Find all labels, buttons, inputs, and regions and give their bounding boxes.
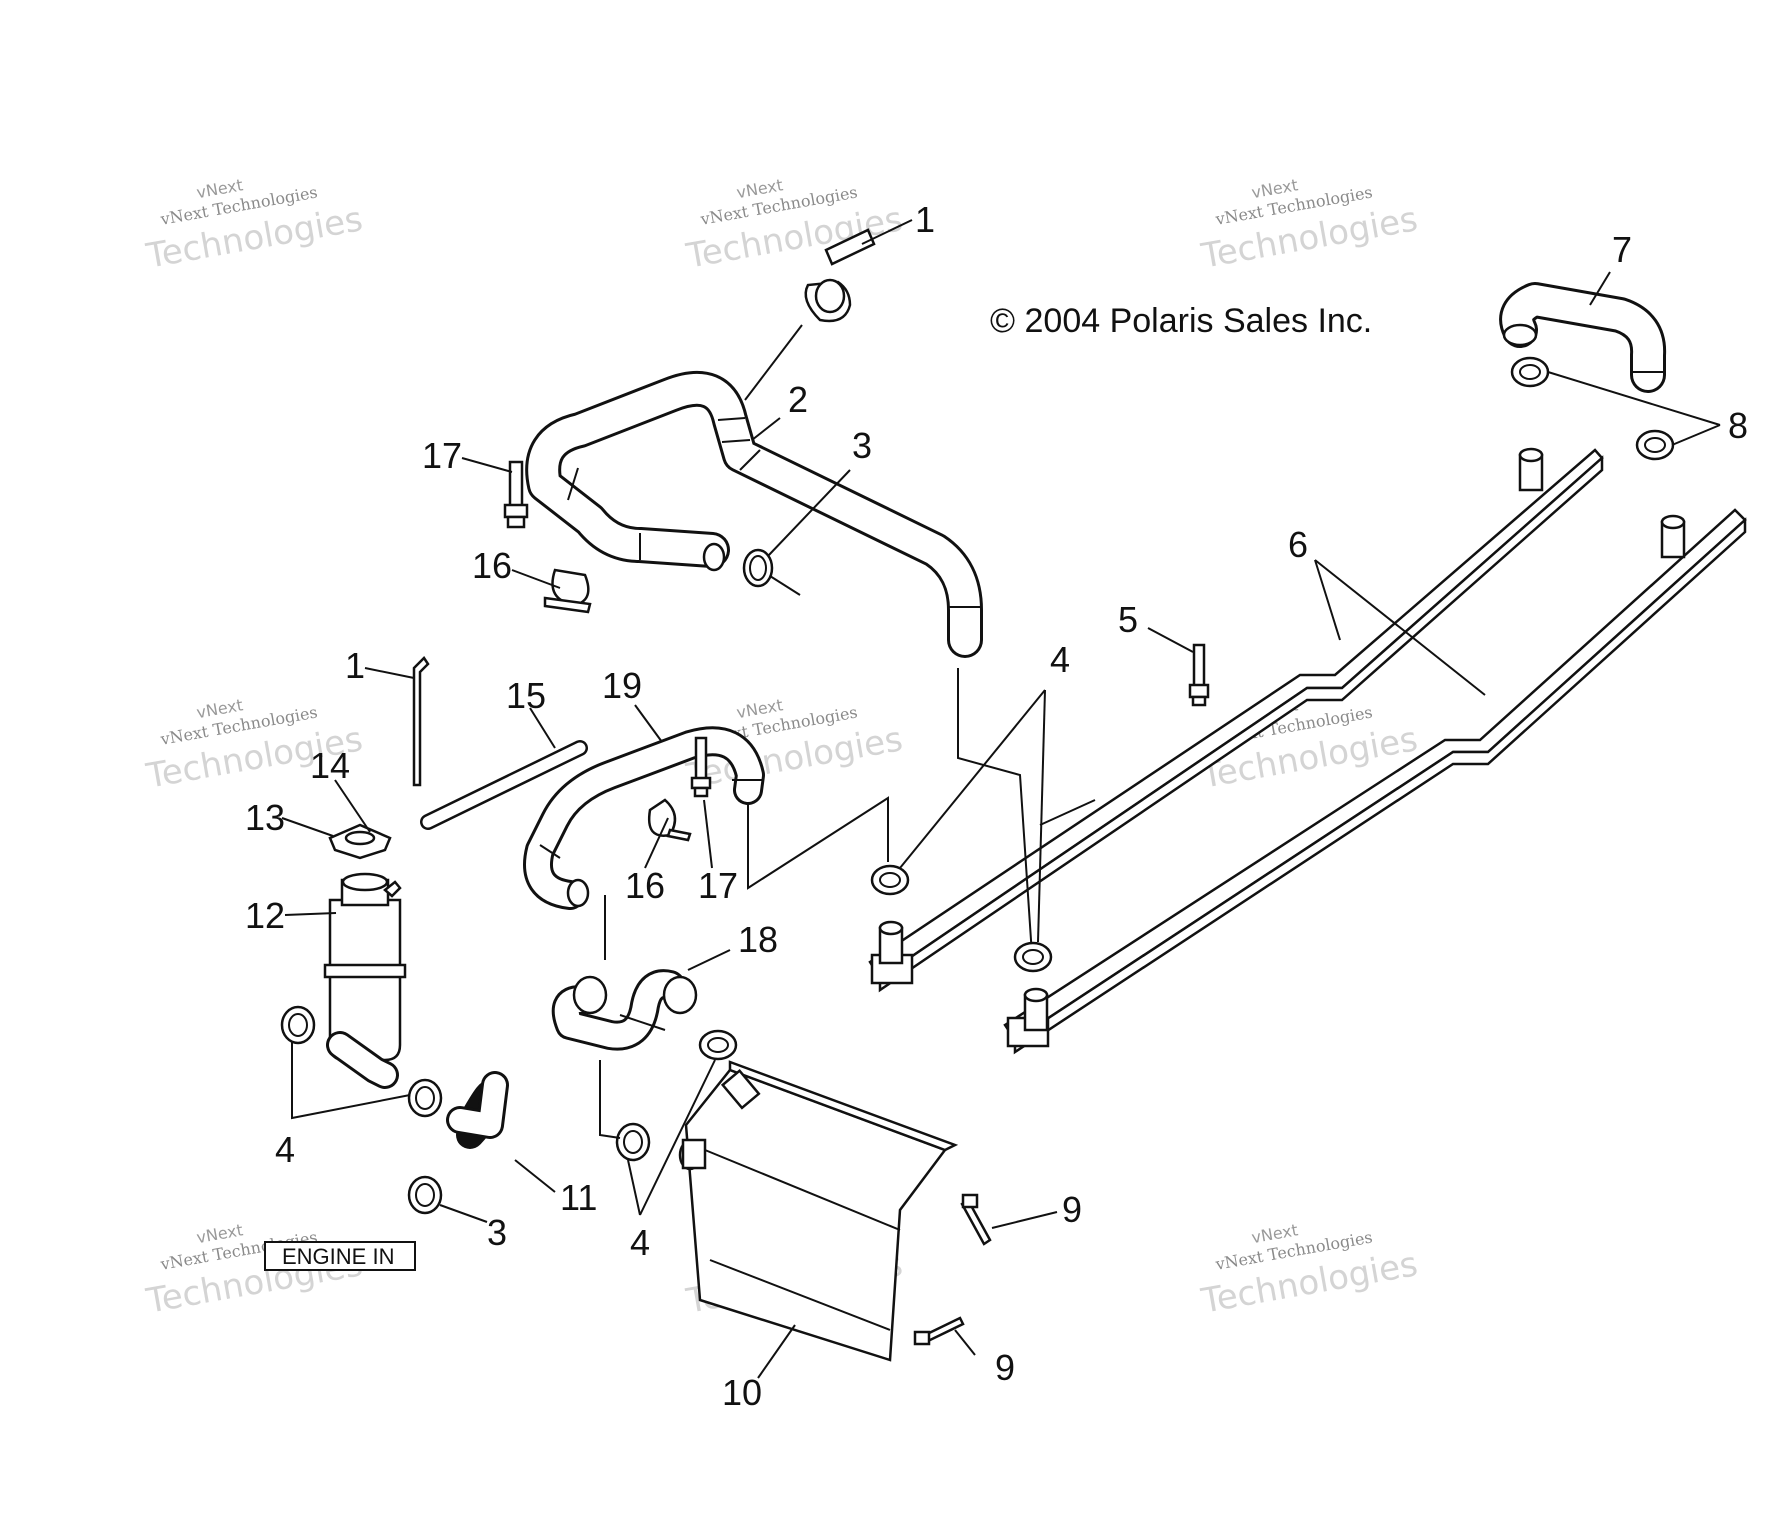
- coolant-reservoir-12: [323, 872, 407, 1062]
- clamps-4-lower-middle: [615, 1029, 738, 1162]
- callout-11: 11: [560, 1177, 597, 1218]
- hose-lower-line: [599, 1060, 621, 1139]
- connection-lines: [747, 668, 1096, 956]
- watermark-9: vNext vNext Technologies Technologies: [1198, 1220, 1421, 1321]
- reservoir-outlet: [326, 1031, 399, 1089]
- callout-1-top: 1: [915, 199, 935, 240]
- hose-end: [702, 542, 726, 572]
- callout-9-lower: 9: [995, 1347, 1015, 1388]
- hose-19: [523, 726, 765, 910]
- clamps-4-lower-left: [280, 1005, 443, 1118]
- watermark-1: vNext vNext Technologies Technologies: [143, 175, 366, 276]
- bolt-5: [1188, 643, 1210, 707]
- hose-top-right-7: [1499, 282, 1667, 393]
- engine-in-text: ENGINE IN: [282, 1244, 394, 1269]
- callout-3-upper: 3: [852, 425, 872, 466]
- callout-8: 8: [1728, 405, 1748, 446]
- callout-18: 18: [738, 919, 778, 960]
- callout-19: 19: [602, 665, 642, 706]
- callout-4-lower: 4: [630, 1222, 650, 1263]
- engine-in-label: ENGINE IN: [264, 1241, 416, 1271]
- leader-lines: [281, 219, 1721, 1379]
- fastener-9-lower: [913, 1316, 965, 1346]
- callout-1-middle: 1: [345, 645, 365, 686]
- callout-6: 6: [1288, 524, 1308, 565]
- clamps-4-middle: [870, 864, 1053, 973]
- fastener-9-upper: [960, 1193, 992, 1246]
- callout-12: 12: [245, 895, 285, 936]
- watermark-3: vNext vNext Technologies Technologies: [1198, 175, 1421, 276]
- callout-9-upper: 9: [1062, 1189, 1082, 1230]
- hose-upper: [525, 370, 983, 658]
- callout-4-middle: 4: [1050, 639, 1070, 680]
- callout-17-upper: 17: [422, 435, 462, 476]
- heat-exchanger-rear: [868, 447, 1604, 993]
- hose-18: [551, 969, 698, 1051]
- clip-middle-16: [647, 798, 692, 842]
- callouts: 1 2 3 17 16 7 8 6 5 4 1 15 19 14 13 16 1…: [245, 199, 1748, 1413]
- callout-7: 7: [1612, 229, 1632, 270]
- copyright-notice: © 2004 Polaris Sales Inc.: [990, 302, 1372, 340]
- callout-17-middle: 17: [698, 865, 738, 906]
- callout-4-left: 4: [275, 1129, 295, 1170]
- callout-16-upper: 16: [472, 545, 512, 586]
- rod-1: [412, 656, 430, 787]
- heat-exchanger-front: [1003, 508, 1747, 1055]
- clamp-lower-3: [407, 1175, 443, 1215]
- elbow-11: [446, 1071, 509, 1149]
- watermark-2: vNext vNext Technologies Technologies: [683, 175, 906, 276]
- clip-upper-16: [543, 568, 592, 614]
- callout-2: 2: [788, 379, 808, 420]
- callout-10: 10: [722, 1372, 762, 1413]
- clamp-upper-3: [742, 548, 801, 596]
- bolt-middle-17: [690, 736, 712, 798]
- callout-3-lower: 3: [487, 1212, 507, 1253]
- tube-15: [420, 740, 588, 830]
- callout-14: 14: [310, 745, 350, 786]
- shield-10: [678, 1060, 959, 1362]
- bolt-upper-17: [503, 460, 529, 529]
- clamp-strap-top: [804, 228, 876, 323]
- callout-15: 15: [506, 675, 546, 716]
- callout-16-middle: 16: [625, 865, 665, 906]
- radiator-cap-13: [328, 823, 392, 860]
- callout-13: 13: [245, 797, 285, 838]
- callout-5: 5: [1118, 599, 1138, 640]
